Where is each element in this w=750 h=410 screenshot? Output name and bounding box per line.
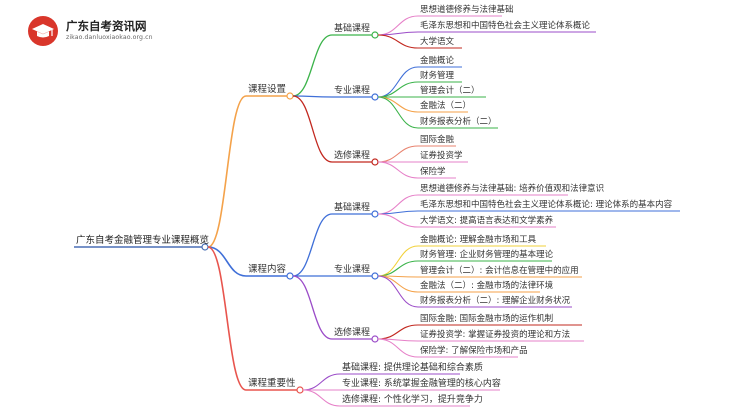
dot-setup — [286, 92, 294, 100]
leaf-content-elective-2: 证券投资学: 掌握证券投资的理论和方法 — [420, 330, 571, 340]
leaf-setup-major-2: 财务管理 — [420, 71, 455, 81]
content-elective-link-1 — [377, 324, 419, 340]
logo-title: 广东自考资讯网 — [66, 19, 147, 33]
leaf-importance-2: 专业课程: 系统掌握金融管理的核心内容 — [342, 379, 501, 389]
content-basic-link-3 — [377, 213, 419, 228]
leaf-content-major-3: 管理会计（二）: 会计信息在管理中的应用 — [420, 266, 579, 276]
dot-content-major — [371, 272, 379, 280]
dot-setup-elective — [371, 158, 379, 166]
dot-setup-major — [371, 93, 379, 101]
setup-basic-link-2 — [377, 31, 419, 36]
link-root-importance — [207, 246, 247, 391]
leaf-content-elective-1: 国际金融: 国际金融市场的运作机制 — [420, 314, 554, 324]
group-setup-major: 专业课程 — [334, 86, 371, 96]
group-setup-elective: 选修课程 — [334, 151, 371, 161]
site-logo: 广东自考资讯网 zikao.danluoxiaokao.org.cn — [6, 12, 156, 56]
leaf-setup-elective-2: 证券投资学 — [420, 151, 463, 161]
branch-course-setup: 课程设置 — [248, 84, 287, 95]
leaf-setup-elective-3: 保险学 — [420, 167, 446, 177]
setup-elective-link-1 — [377, 145, 419, 163]
link-setup-elective — [292, 95, 333, 163]
link-content-basic — [292, 213, 333, 277]
setup-elective-link-3 — [377, 161, 419, 179]
leaf-setup-major-1: 金融概论 — [420, 56, 455, 66]
dot-content-elective — [371, 335, 379, 343]
leaf-content-major-5: 财务报表分析（二）: 理解企业财务状况 — [420, 296, 571, 306]
leaf-setup-basic-3: 大学语文 — [420, 37, 455, 47]
link-root-content — [207, 246, 247, 277]
importance-link-3 — [302, 389, 341, 407]
leaf-importance-1: 基础课程: 提供理论基础和综合素质 — [342, 363, 483, 373]
leaf-content-basic-2: 毛泽东思想和中国特色社会主义理论体系概论: 理论体系的基本内容 — [420, 200, 673, 210]
content-major-link-4 — [377, 275, 419, 293]
dot-content-basic — [371, 210, 379, 218]
leaf-content-basic-1: 思想道德修养与法律基础: 培养价值观和法律意识 — [420, 184, 605, 194]
group-content-elective: 选修课程 — [334, 328, 371, 338]
leaf-setup-major-5: 财务报表分析（二） — [420, 117, 497, 127]
link-content-elective — [292, 275, 333, 340]
dot-setup-basic — [371, 31, 379, 39]
leaf-setup-major-4: 金融法（二） — [420, 101, 472, 111]
setup-basic-link-3 — [377, 34, 419, 49]
leaf-setup-major-3: 管理会计（二） — [420, 86, 480, 96]
leaf-content-major-2: 财务管理: 企业财务管理的基本理论 — [420, 250, 554, 260]
link-root-setup — [207, 95, 247, 248]
dot-content — [286, 272, 294, 280]
content-basic-link-2 — [377, 210, 419, 215]
setup-major-link-5 — [377, 96, 419, 129]
leaf-setup-basic-1: 思想道德修养与法律基础 — [420, 5, 514, 15]
group-content-major: 专业课程 — [334, 265, 371, 275]
leaf-content-elective-3: 保险学: 了解保险市场和产品 — [420, 346, 528, 356]
leaf-content-basic-3: 大学语文: 提高语言表达和文学素养 — [420, 216, 554, 226]
content-major-link-5 — [377, 275, 419, 308]
link-setup-major — [292, 95, 333, 98]
link-setup-basic — [292, 34, 333, 97]
content-major-link-2 — [377, 260, 419, 277]
content-elective-link-3 — [377, 338, 419, 358]
group-content-basic: 基础课程 — [334, 203, 371, 213]
branch-course-importance: 课程重要性 — [248, 378, 296, 389]
setup-major-link-2 — [377, 81, 419, 98]
mindmap-root: 广东自考金融管理专业课程概览 — [76, 235, 210, 246]
setup-major-link-4 — [377, 96, 419, 113]
graduation-cap-icon — [28, 16, 58, 46]
dot-importance — [296, 386, 304, 394]
leaf-importance-3: 选修课程: 个性化学习，提升竞争力 — [342, 395, 483, 405]
leaf-setup-elective-1: 国际金融 — [420, 135, 455, 145]
branch-course-content: 课程内容 — [248, 264, 287, 275]
logo-subtitle: zikao.danluoxiaokao.org.cn — [66, 34, 153, 41]
leaf-content-major-1: 金融概论: 理解金融市场和工具 — [420, 235, 537, 245]
leaf-setup-basic-2: 毛泽东思想和中国特色社会主义理论体系概论 — [420, 21, 591, 31]
importance-link-1 — [302, 373, 341, 391]
leaf-content-major-4: 金融法（二）: 金融市场的法律环境 — [420, 281, 554, 291]
group-setup-basic: 基础课程 — [334, 24, 371, 34]
